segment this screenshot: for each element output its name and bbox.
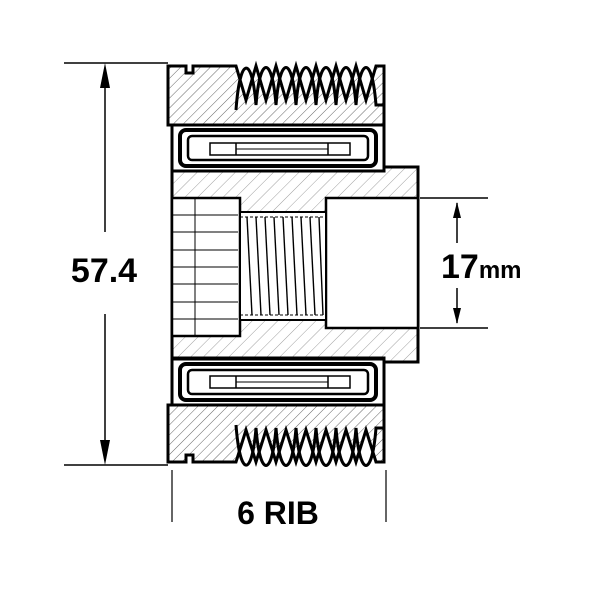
arrow-down-icon: [453, 308, 461, 324]
pulley-upper-rim: [166, 60, 386, 127]
bore-unit: mm: [479, 257, 522, 284]
arrow-up-icon: [453, 202, 461, 218]
bore-dimension: 17mm: [420, 197, 522, 329]
arrow-up-icon: [100, 63, 110, 88]
pulley-lower-rim: [166, 403, 386, 468]
lower-clutch-bearing: [170, 357, 386, 407]
outer-diameter-label: 57.4: [71, 252, 137, 290]
outer-diameter-dimension: 57.4: [64, 62, 168, 466]
bore-value: 17: [441, 248, 479, 286]
rib-dimension: 6 RIB: [171, 470, 387, 531]
threaded-bore: [239, 211, 327, 321]
rib-label: 6 RIB: [237, 495, 319, 531]
upper-clutch-bearing: [170, 123, 386, 173]
arrow-down-icon: [100, 440, 110, 465]
bore-label: 17mm: [441, 248, 522, 286]
